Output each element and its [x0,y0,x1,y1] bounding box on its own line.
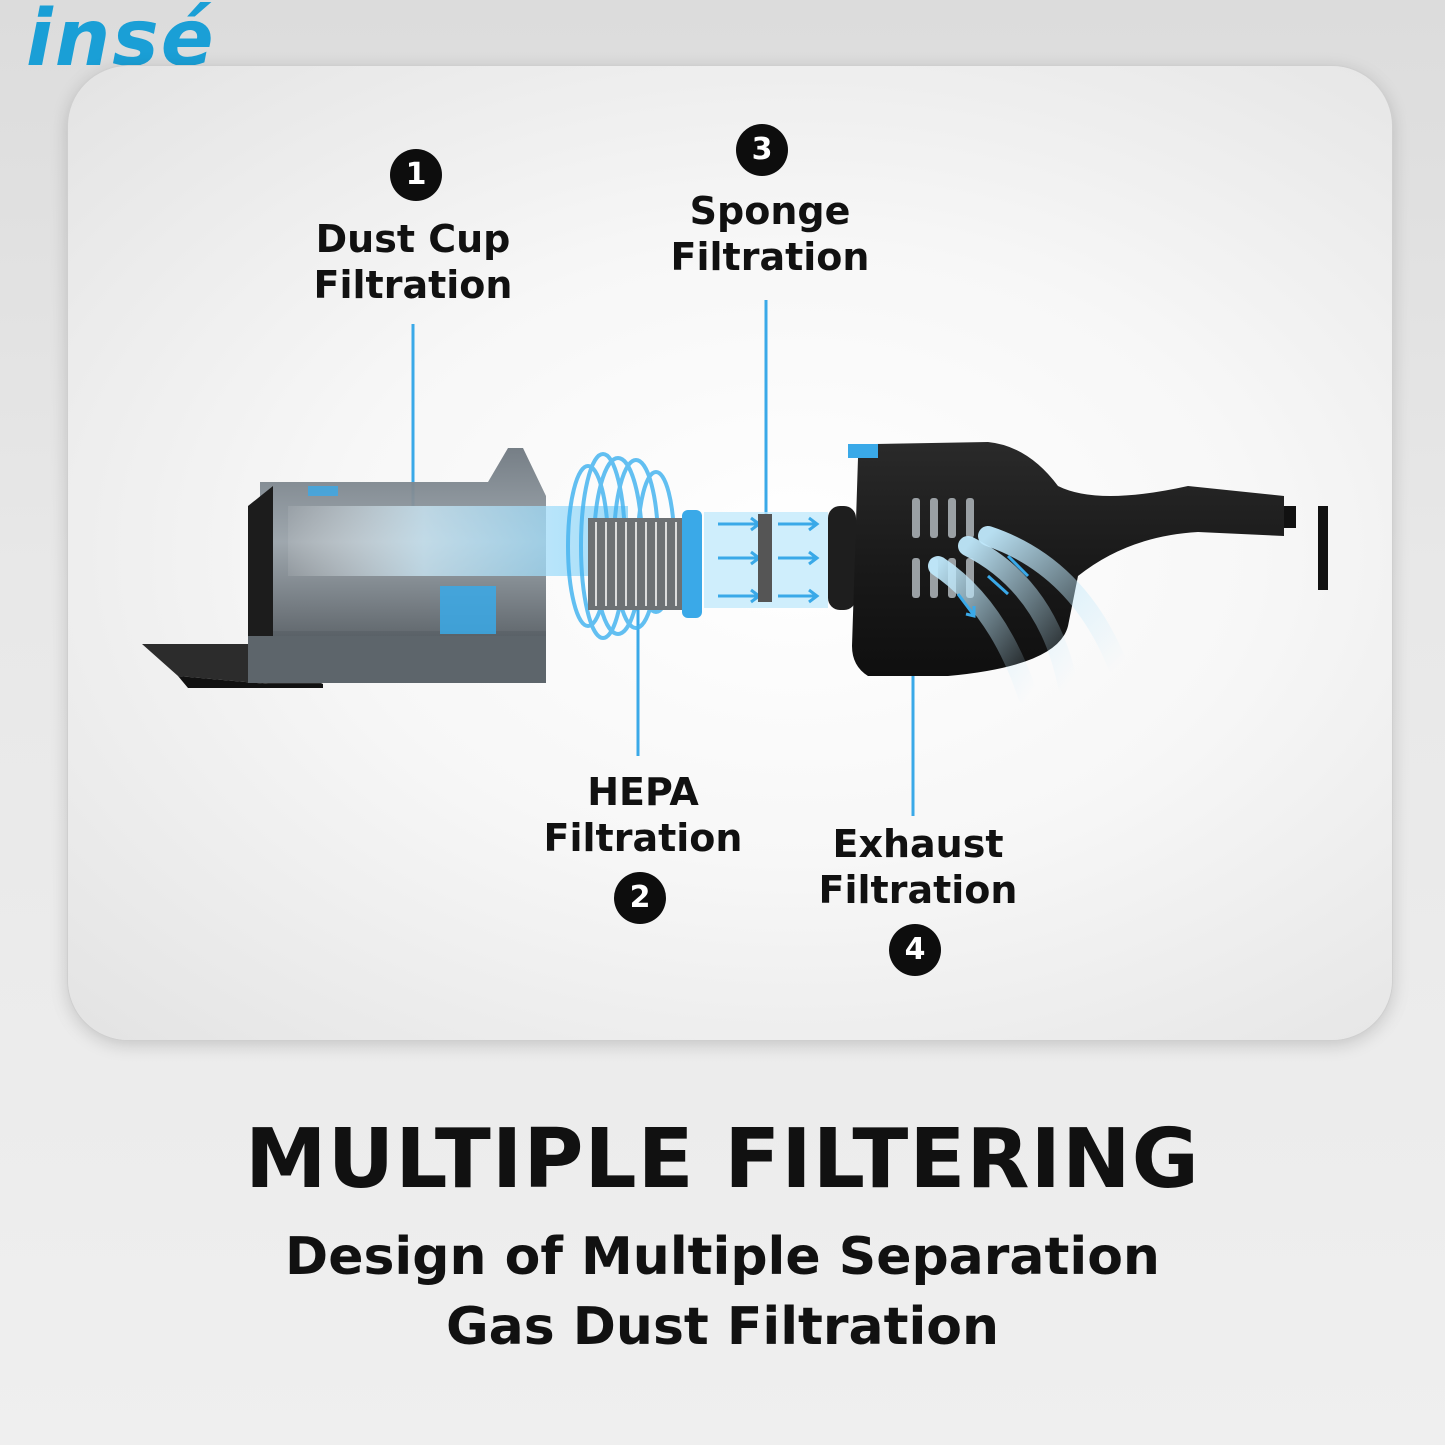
sponge-filter [758,514,772,602]
hepa-filter [588,518,698,610]
power-button-accent [848,444,878,458]
headline: MULTIPLE FILTERING [245,1112,1200,1207]
callout-label-line: Filtration [670,235,870,279]
airflow-stream [288,506,628,576]
callout-label-line: Dust Cup [315,217,511,261]
hepa-filter-cap [682,510,702,618]
callout-number-4: 4 [889,924,941,976]
dust-cup-base [248,631,546,683]
callout-label-hepa: HEPA Filtration [523,769,763,861]
callout-label-line: Filtration [313,263,513,307]
vacuum-exploded-illustration [142,300,1328,816]
callout-label-sponge: Sponge Filtration [650,188,890,280]
callout-label-line: Filtration [818,868,1018,912]
callout-label-exhaust: Exhaust Filtration [798,821,1038,913]
callout-label-line: Filtration [543,816,743,860]
callout-number-3: 3 [736,124,788,176]
callout-number-2: 2 [614,872,666,924]
callout-number-1: 1 [390,149,442,201]
exhaust-arrows [956,554,1030,618]
product-diagram-card: 1 Dust Cup Filtration 3 Sponge Filtratio… [68,66,1392,1040]
motor-body [852,442,1284,676]
callout-label-line: Exhaust [832,822,1004,866]
callout-label-line: Sponge [689,189,851,233]
exhaust-airflow [928,526,1128,706]
subheadline: Design of Multiple Separation Gas Dust F… [0,1222,1445,1362]
subheadline-line: Design of Multiple Separation [285,1227,1160,1287]
brand-logo: insé [26,0,216,84]
subheadline-line: Gas Dust Filtration [445,1297,1000,1357]
callout-label-line: HEPA [587,770,699,814]
callout-label-dust-cup: Dust Cup Filtration [293,216,533,308]
